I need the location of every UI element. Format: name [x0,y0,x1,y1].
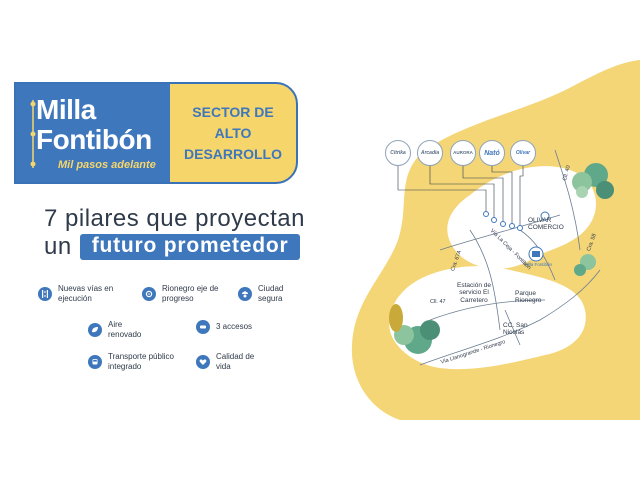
pillar-rionegro: Rionegro eje de progreso [142,284,222,304]
tree-icon-4 [576,186,588,198]
map-label-parque: Parque Rionegro [515,290,542,305]
headline-line2-prefix: un [44,233,72,260]
mall-marker-icon [528,246,544,262]
road-icon [38,287,52,301]
pillar-label: 3 accesos [216,322,253,331]
map-label-estacion: Estación de servicio El Carretero [457,282,491,304]
pillar-label: Rionegro eje de progreso [162,284,219,303]
pillar-label: Ciudad segura [258,284,284,303]
tree-icon-2 [574,254,596,276]
pillar-label: Calidad de vida [216,352,255,371]
police-icon [238,287,252,301]
brand-logo-olivar: Olivar [510,140,536,166]
heart-icon [196,355,210,369]
gear-icon [142,287,156,301]
map-white-lobe-2 [389,266,586,370]
logo-tagline: Mil pasos adelante [58,159,156,171]
pillar-nuevas-vias: Nuevas vías en ejecución [38,284,114,304]
pillar-calidad-vida: Calidad de vida [196,352,256,372]
pillar-aire-renovado: Aire renovado [88,320,146,340]
sector-panel: SECTOR DE ALTO DESARROLLO [170,84,296,182]
map-label-olivar: OLIVAR COMERCIO [528,217,564,232]
pillar-label: Transporte público integrado [108,352,174,371]
map-white-lobe-1 [447,166,597,269]
logo-panel: Milla Fontibón Mil pasos adelante [16,84,170,182]
map-label-mall: Milla Fontibón [524,262,553,267]
pillar-label: Nuevas vías en ejecución [58,284,114,303]
olivar-marker-icon [540,211,550,221]
tree-icon-3 [389,304,440,354]
pillar-3-accesos: 3 accesos [196,320,266,334]
brand-logo-aurora: AURORA [450,140,476,166]
access-icon [196,320,210,334]
brand-logo-nato: Nató [479,140,505,166]
pillar-transporte: Transporte público integrado [88,352,186,372]
logo-dots-icon [30,100,36,168]
tree-icon-1 [572,163,614,199]
headline-line2: un futuro prometedor [44,233,301,261]
brand-dots [483,211,523,231]
leaf-icon [88,323,102,337]
pillar-ciudad-segura: Ciudad segura [238,284,292,304]
logo-title-line1: Milla [36,94,96,125]
sector-text: SECTOR DE ALTO DESARROLLO [184,103,282,162]
logo-title-line2: Fontibón [36,124,152,155]
headline-highlight: futuro prometedor [79,234,301,260]
headline-line1: 7 pilares que proyectan [44,205,305,232]
pillar-label: Aire renovado [108,320,142,339]
brand-connectors [397,165,524,226]
brand-logo-arcadia: Arcadia [417,140,443,166]
map-label-cc: CC. San Nicolás [503,322,528,337]
road-label-cll47: Cll. 47 [430,299,446,305]
header-box: Milla Fontibón Mil pasos adelante SECTOR… [14,82,298,184]
bus-icon [88,355,102,369]
brand-logo-citrika: Citrika [385,140,411,166]
